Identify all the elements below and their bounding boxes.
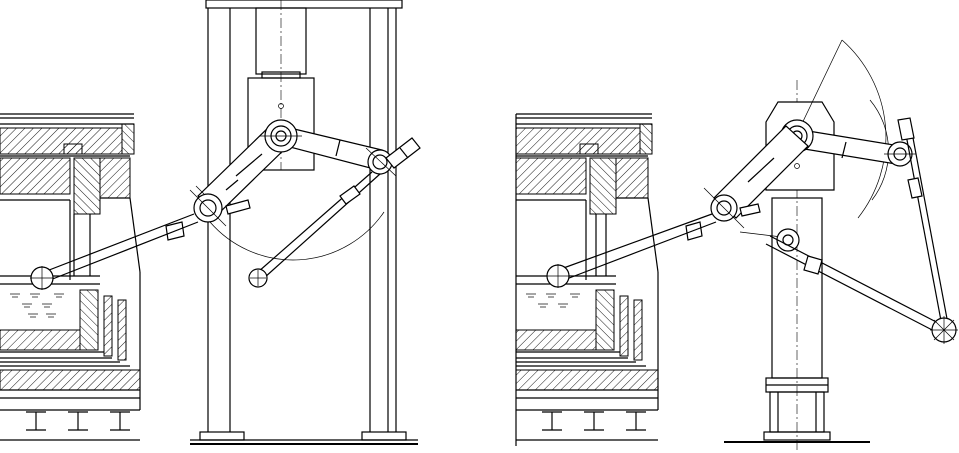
furnace-right: [515, 113, 659, 446]
liquid-level-marks-right: [526, 293, 580, 308]
liquid-level-marks: [10, 293, 64, 318]
support-frame-left: [190, 0, 418, 445]
right-view: [515, 39, 958, 453]
manipulator-arm-left: [30, 119, 421, 290]
left-view: [0, 0, 421, 445]
manipulator-arm-right: [546, 39, 958, 344]
furnace-left: [0, 113, 141, 441]
i-beam-supports: [26, 411, 130, 431]
i-beam-supports-right: [542, 411, 646, 431]
